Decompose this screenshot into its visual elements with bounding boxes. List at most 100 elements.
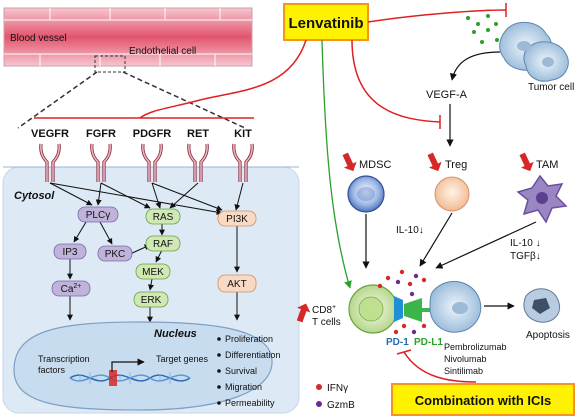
legend-swatch-ifng <box>316 384 322 390</box>
mdsc-cell <box>347 175 385 213</box>
tumor-cell-label: Tumor cell <box>528 82 574 93</box>
outcome-list: Proliferation Differentiation Survival M… <box>217 334 280 408</box>
svg-text:ERK: ERK <box>141 295 162 306</box>
receptor-icon <box>141 143 163 182</box>
pdl1-ligand <box>404 298 432 322</box>
dna-helix <box>69 370 191 386</box>
svg-text:Ca2+: Ca2+ <box>61 283 82 295</box>
receptor-icon <box>90 143 112 182</box>
blood-vessel-label: Blood vessel <box>10 33 67 44</box>
ici-drug: Nivolumab <box>444 354 487 364</box>
node-akt: AKT <box>217 274 257 293</box>
receptor-label: VEGFR <box>31 128 69 140</box>
node-mek: MEK <box>135 263 171 280</box>
combination-box: Combination with ICIs <box>391 383 575 416</box>
svg-text:IP3: IP3 <box>62 247 77 258</box>
svg-text:Survival: Survival <box>225 366 257 376</box>
receptor-label: RET <box>187 128 209 140</box>
tam-cell <box>516 174 568 224</box>
outcome-item: Migration <box>217 382 262 392</box>
zoom-box <box>94 55 126 73</box>
pd1-receptor <box>394 296 403 322</box>
cytokine-dots <box>377 269 427 335</box>
receptor-label: FGFR <box>86 128 116 140</box>
svg-text:RAF: RAF <box>153 239 173 250</box>
treg-cytokine-label: IL-10↓ <box>396 225 424 236</box>
drug-name: Lenvatinib <box>288 15 363 32</box>
increase-arrow <box>296 303 311 323</box>
vegf-secretion-arrow <box>449 51 501 81</box>
cd8-label: CD8+ <box>312 304 336 316</box>
vegf-dots <box>466 14 499 44</box>
pd1-label: PD-1 <box>386 337 409 348</box>
inhibit-checkpoint <box>396 349 477 383</box>
apoptosis-label: Apoptosis <box>526 330 570 341</box>
pdl1-label: PD-L1 <box>414 337 443 348</box>
svg-text:AKT: AKT <box>227 279 246 290</box>
nucleus-label: Nucleus <box>154 328 197 340</box>
receptor-icon <box>232 143 254 182</box>
node-calcium: Ca2+ <box>51 280 91 297</box>
suppression-arrows <box>362 212 537 269</box>
svg-text:Proliferation: Proliferation <box>225 334 273 344</box>
ici-drug: Sintilimab <box>444 366 483 376</box>
node-pkc: PKC <box>97 245 133 262</box>
node-erk: ERK <box>133 291 169 308</box>
apoptotic-cell <box>523 288 560 323</box>
decrease-arrows <box>342 152 534 172</box>
lenvatinib-box: Lenvatinib <box>283 3 369 41</box>
tcells-label: T cells <box>312 317 341 328</box>
svg-text:PLCγ: PLCγ <box>86 210 110 221</box>
receptor-labels: VEGFR FGFR PDGFR RET KIT <box>31 128 252 140</box>
cytosol-label: Cytosol <box>14 190 55 202</box>
outcome-item: Differentiation <box>217 350 280 360</box>
transcription-arrow <box>111 358 145 372</box>
blood-vessel: Blood vessel Endothelial cell <box>3 7 253 73</box>
treg-cell <box>434 176 470 212</box>
receptor-label: PDGFR <box>133 128 172 140</box>
activate-tcells <box>321 39 352 289</box>
svg-text:PI3K: PI3K <box>226 214 248 225</box>
node-plcg: PLCγ <box>77 206 119 223</box>
transcription-factors-label: Transcription <box>38 354 90 364</box>
tam-label: TAM <box>536 159 558 171</box>
receptor-icon <box>187 143 209 182</box>
svg-text:Migration: Migration <box>225 382 262 392</box>
outcome-item: Survival <box>217 366 257 376</box>
svg-text:RAS: RAS <box>153 212 174 223</box>
tam-cytokine-label: TGFβ↓ <box>510 251 541 262</box>
legend: IFNγ GzmB <box>316 383 355 411</box>
inhibit-vegfa <box>351 39 441 129</box>
combination-label: Combination with ICIs <box>415 393 552 408</box>
svg-text:MEK: MEK <box>142 267 164 278</box>
svg-text:PKC: PKC <box>105 249 126 260</box>
zoom-lines <box>17 71 246 129</box>
node-raf: RAF <box>145 235 181 252</box>
vegfa-label: VEGF-A <box>426 89 468 101</box>
legend-swatch-gzmb <box>316 401 322 407</box>
node-ip3: IP3 <box>53 243 87 260</box>
inhibit-tumor <box>367 3 507 23</box>
mdsc-label: MDSC <box>359 159 391 171</box>
cd8-tcell <box>348 284 398 334</box>
signaling-arrows <box>49 182 244 323</box>
transcription-factors-label: factors <box>38 365 66 375</box>
receptor-glyphs <box>39 143 254 182</box>
treg-label: Treg <box>445 159 467 171</box>
receptor-icon <box>39 143 61 182</box>
node-pi3k: PI3K <box>217 210 257 227</box>
tumor-cell-cluster: Tumor cell <box>499 21 574 93</box>
node-ras: RAS <box>145 208 181 225</box>
target-tumor-cell <box>429 281 482 333</box>
tam-cytokine-label: IL-10 ↓ <box>510 238 541 249</box>
nucleus: Nucleus Transcription factors Target gen… <box>13 321 273 411</box>
inhibit-receptors <box>34 39 307 119</box>
target-genes-label: Target genes <box>156 354 209 364</box>
svg-text:Differentiation: Differentiation <box>225 350 280 360</box>
ici-drug: Pembrolizumab <box>444 342 507 352</box>
endothelial-cell-label: Endothelial cell <box>129 46 196 57</box>
outcome-item: Proliferation <box>217 334 273 344</box>
outcome-item: Permeability <box>217 398 275 408</box>
receptor-label: KIT <box>234 128 252 140</box>
